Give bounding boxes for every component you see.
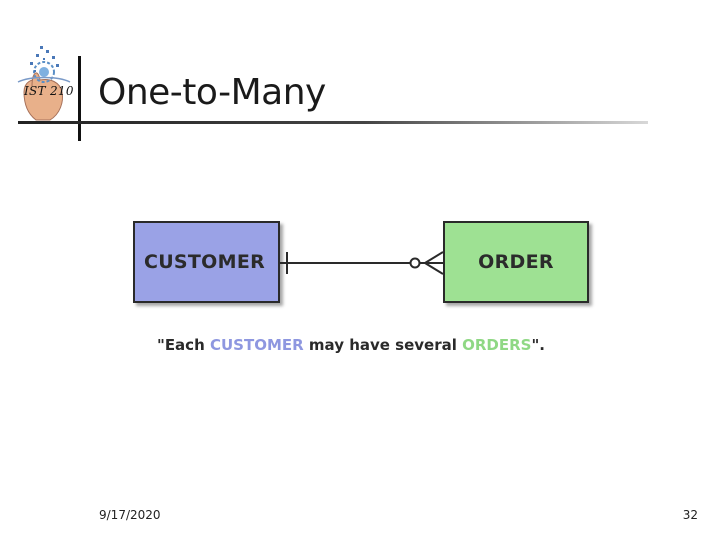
caption-entity-customer: CUSTOMER: [209, 336, 304, 354]
cardinality-zero-mark: [409, 257, 421, 269]
footer-date: 9/17/2020: [99, 508, 161, 522]
header-horizontal-rule: [18, 121, 648, 124]
caption-part2: may have several: [303, 336, 463, 354]
entity-order-label: ORDER: [478, 251, 554, 273]
page-number: 32: [682, 508, 698, 522]
entity-order: ORDER: [443, 221, 589, 303]
caption-part1: "Each: [157, 336, 210, 354]
logo-graphic-icon: [17, 46, 71, 121]
relationship-caption: "Each CUSTOMER may have several ORDERS".: [157, 336, 545, 354]
page-title: One-to-Many: [98, 72, 326, 113]
entity-customer-label: CUSTOMER: [143, 251, 266, 273]
cardinality-many-mark: [424, 251, 444, 275]
caption-entity-orders: ORDERS: [462, 336, 532, 354]
entity-customer: CUSTOMER: [133, 221, 280, 303]
logo-label: IST 210: [24, 84, 74, 98]
caption-part3: ".: [531, 336, 545, 354]
header-vertical-rule: [78, 56, 81, 141]
logo: [10, 42, 78, 124]
